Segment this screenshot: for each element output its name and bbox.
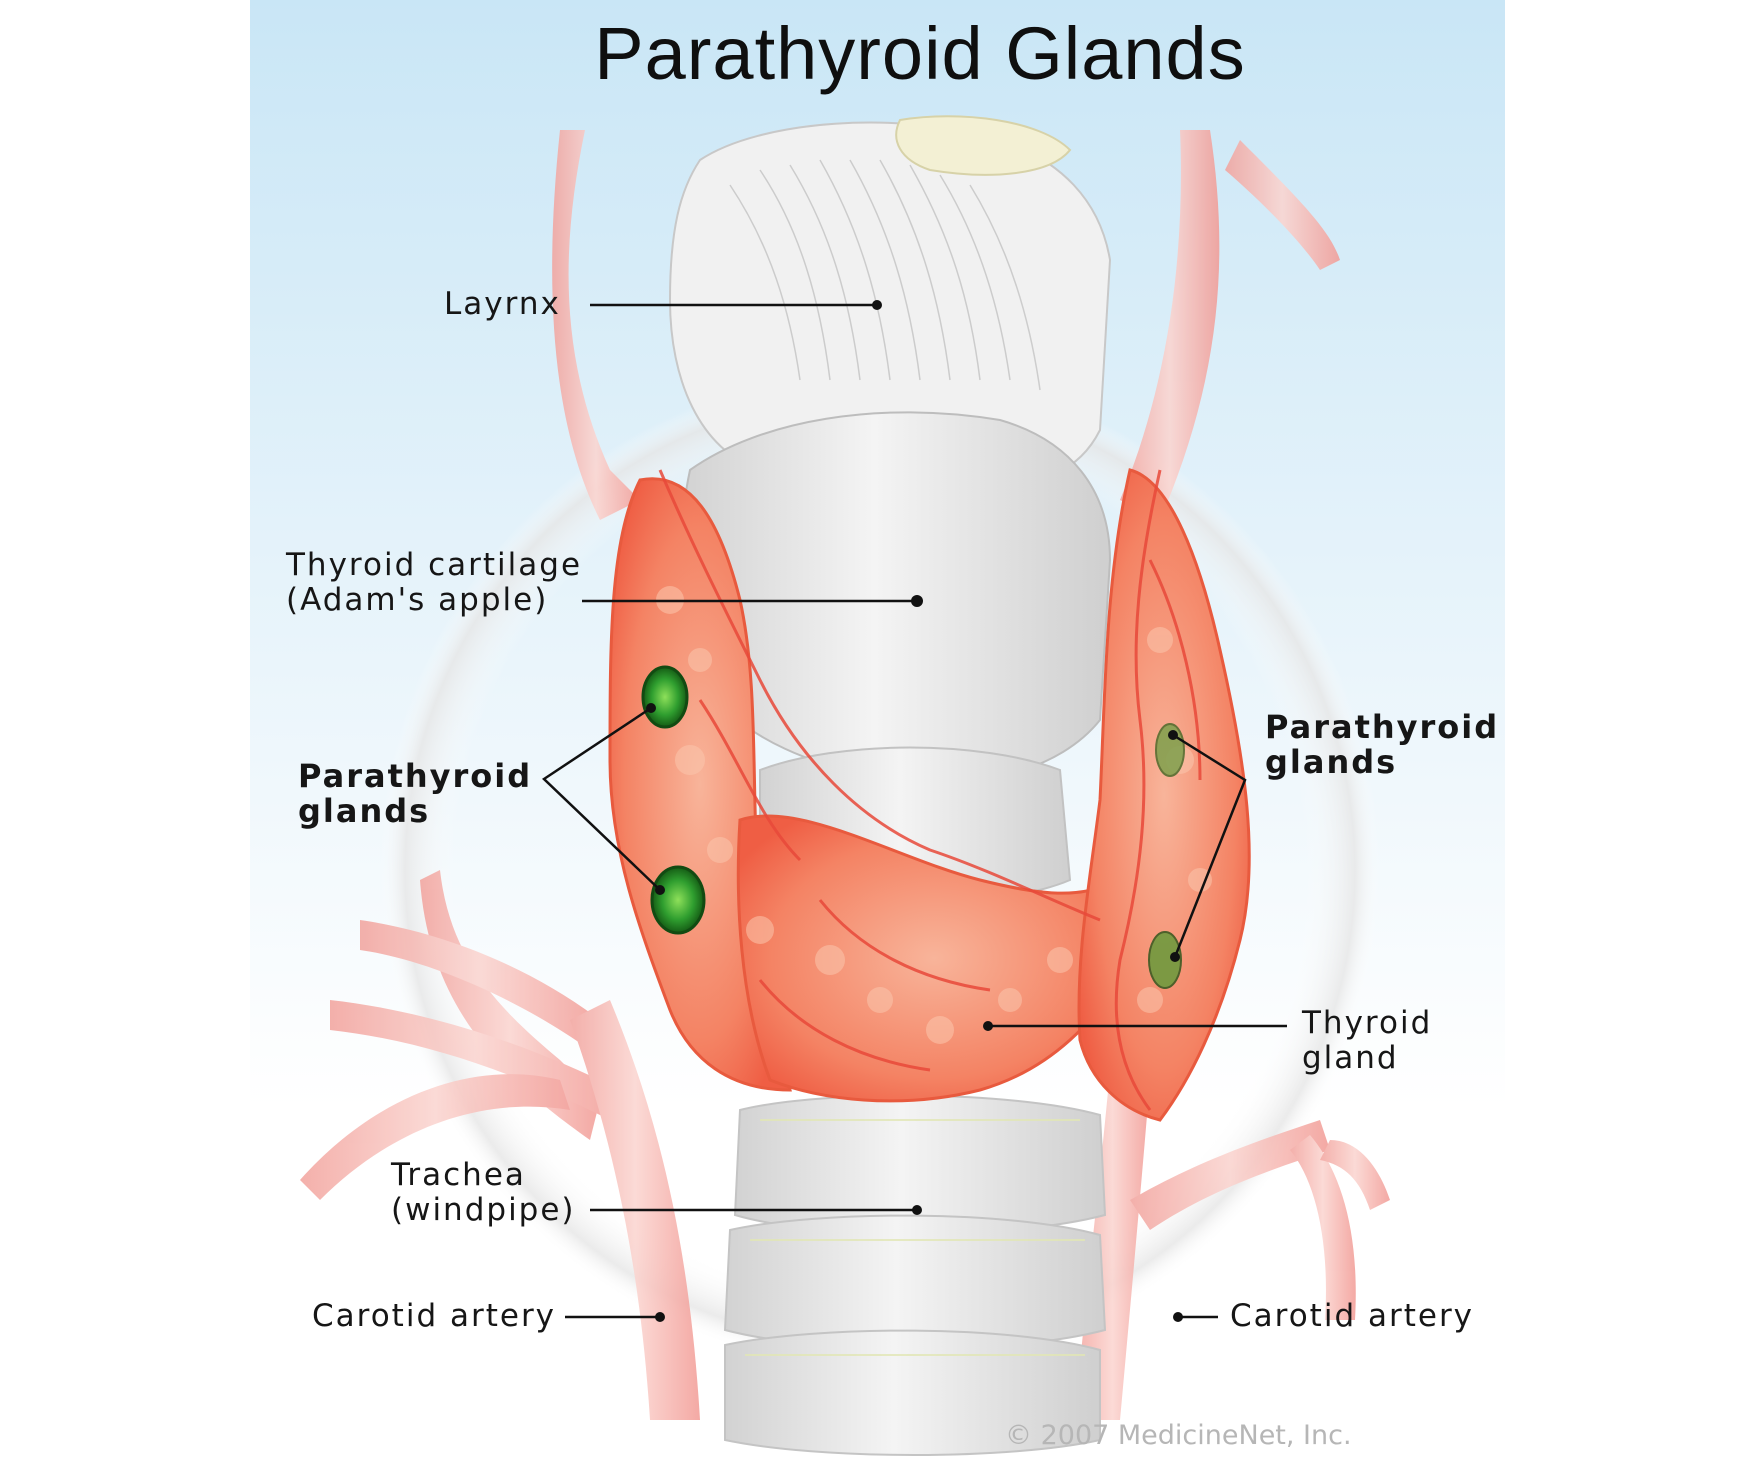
leader-lines [542,303,1287,1319]
label-parathyroid-right: Parathyroid glands [1265,710,1499,780]
label-parathyroid-right-line1: Parathyroid [1265,708,1500,746]
thyroid-gland-shape [608,468,1251,1122]
label-larynx: Layrnx [444,287,561,322]
label-thyroid-cartilage-line2: (Adam's apple) [286,582,549,618]
label-thyroid-gland-line2: gland [1302,1040,1399,1076]
label-larynx-text: Layrnx [444,286,561,322]
parathyroid-lower-left [650,865,706,935]
label-parathyroid-left-line2: glands [298,792,431,830]
label-parathyroid-left-line1: Parathyroid [298,757,533,795]
parathyroid-lower-right [1148,931,1182,989]
label-thyroid-cartilage-line1: Thyroid cartilage [286,547,583,583]
label-parathyroid-right-line2: glands [1265,743,1398,781]
diagram-title: Parathyroid Glands [594,12,1246,95]
label-carotid-right-text: Carotid artery [1230,1298,1475,1334]
label-thyroid-cartilage: Thyroid cartilage (Adam's apple) [286,548,582,618]
label-trachea-line1: Trachea [391,1157,526,1193]
parathyroid-upper-left [641,665,689,729]
label-thyroid-gland: Thyroid gland [1302,1006,1432,1076]
label-trachea: Trachea (windpipe) [391,1158,576,1228]
label-carotid-right: Carotid artery [1230,1299,1474,1334]
label-parathyroid-left: Parathyroid glands [298,759,532,829]
copyright-notice: © 2007 MedicineNet, Inc. [1005,1420,1352,1451]
label-carotid-left: Carotid artery [312,1299,556,1334]
label-thyroid-gland-line1: Thyroid [1302,1005,1433,1041]
label-trachea-line2: (windpipe) [391,1192,576,1228]
label-carotid-left-text: Carotid artery [312,1298,557,1334]
trachea-group [723,1094,1107,1456]
leader-endpoints [646,300,1183,1322]
